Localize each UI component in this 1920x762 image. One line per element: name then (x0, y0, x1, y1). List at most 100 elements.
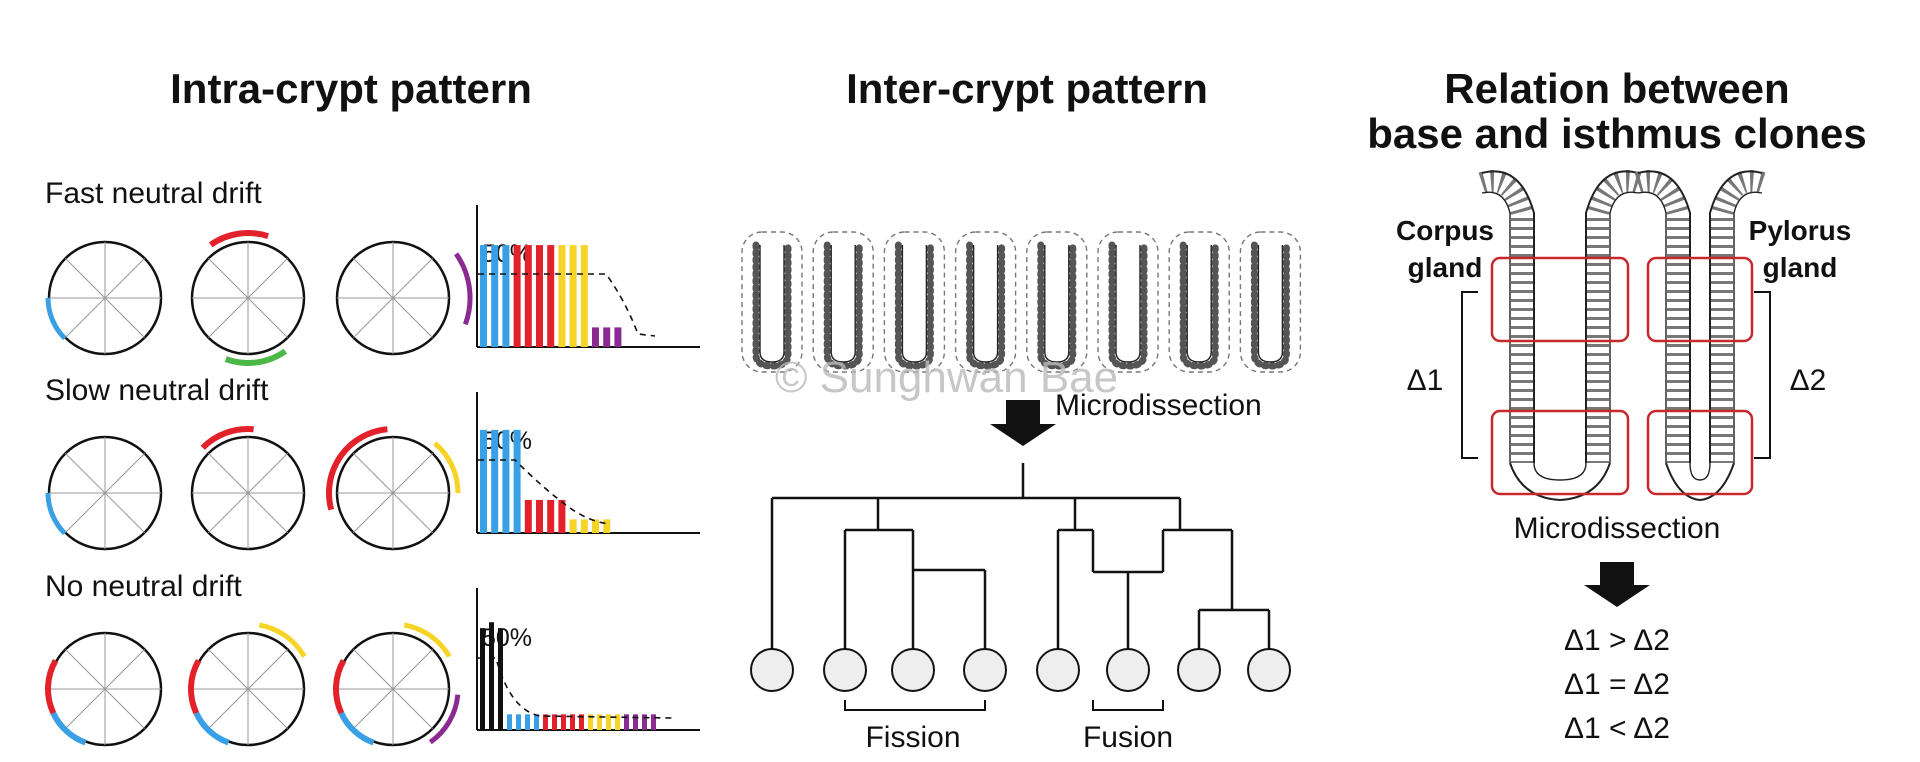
corpus-gland (1478, 170, 1642, 502)
relation-title-line2: base and isthmus clones (1367, 110, 1867, 157)
corpus-label-line1: Corpus (1396, 215, 1494, 246)
tree-leaf (1247, 648, 1291, 692)
crypt-spoke (353, 649, 433, 729)
crypt-cross-section (45, 435, 163, 551)
clone-arc (326, 426, 388, 511)
crypt-cross-section (45, 240, 163, 356)
chart-bar (580, 245, 588, 347)
gland-edge-outer (1709, 170, 1763, 463)
outcome-equal: Δ1 = Δ2 (1564, 668, 1670, 701)
gland-edge-outer (1637, 170, 1691, 463)
chart-bar (614, 327, 622, 347)
outcome-greater: Δ1 > Δ2 (1564, 624, 1670, 657)
inter-microdissection-label: Microdissection (1055, 389, 1262, 422)
crypt-spoke (65, 453, 145, 533)
crypt-cells (1037, 241, 1077, 370)
chart-bar (615, 714, 620, 730)
fission-label: Fission (865, 721, 960, 754)
crypt (883, 231, 946, 373)
phylogenetic-tree (770, 463, 1271, 650)
crypt-cross-section (190, 230, 306, 366)
chart-bar (642, 714, 647, 730)
relation-microdissection-label: Microdissection (1514, 512, 1721, 545)
chart-bar (516, 714, 521, 730)
chart-bar (502, 429, 510, 533)
chart-fit-curve (478, 459, 611, 525)
crypt-spoke (208, 649, 288, 729)
intra-crypt-bar-charts (476, 205, 700, 731)
crypt-cross-section (44, 631, 163, 747)
gland-edge-inner (1733, 191, 1763, 463)
chart-bar (480, 245, 487, 347)
chart-bar (580, 519, 588, 533)
clone-size-chart (476, 392, 700, 534)
chart-bar (624, 714, 629, 730)
crypt (1239, 231, 1302, 373)
base-box (1646, 409, 1754, 496)
chart-bar (606, 714, 611, 730)
crypt-spoke (65, 258, 145, 338)
gland-edge-outer (1585, 170, 1639, 463)
tree-leaf (1036, 648, 1080, 692)
delta1-label: Δ1 (1407, 364, 1444, 397)
clone-size-chart (476, 205, 700, 348)
chart-bar (502, 245, 510, 347)
crypt-spoke (208, 453, 288, 533)
chart-bar (507, 714, 512, 730)
pylorus-label-line2: gland (1763, 252, 1838, 283)
fusion-label: Fusion (1083, 721, 1173, 754)
crypt-lumen (759, 245, 785, 363)
down-arrow-icon (1584, 562, 1650, 607)
chart-bar (588, 714, 593, 730)
clone-arc (338, 711, 375, 746)
crypt-cross-section (335, 240, 473, 356)
crypt-outline (1097, 231, 1159, 373)
chart-bar (491, 245, 499, 347)
chart-bar (561, 714, 566, 730)
crypt-cells (823, 241, 863, 370)
gland-cells (1634, 170, 1689, 463)
chart-bar (558, 499, 566, 533)
crypt-cells (1179, 241, 1219, 370)
clone-arc (208, 230, 270, 248)
row-label-none: No neutral drift (45, 570, 242, 603)
crypt (1097, 231, 1159, 373)
tree-leaves (750, 648, 1291, 692)
gland-base (1509, 462, 1611, 502)
chart-bar (498, 628, 503, 730)
crypt (1168, 231, 1230, 373)
crypt-cells (752, 241, 792, 370)
intra-crypt-circles (44, 230, 473, 747)
clone-arc (428, 694, 461, 745)
crypt-outline (741, 231, 803, 373)
chart-bar (513, 429, 521, 533)
chart-bar (579, 714, 584, 730)
fission-bracket (844, 700, 986, 711)
crypt-outline (883, 231, 946, 373)
chart-bar (558, 245, 566, 347)
chart-bar (597, 714, 602, 730)
crypt (954, 231, 1017, 373)
crypt-outline (812, 231, 874, 373)
clone-arc (187, 659, 202, 715)
chart-bar (489, 622, 494, 730)
tree-leaf (963, 648, 1007, 692)
clone-arc (403, 622, 452, 658)
crypt-spoke (353, 258, 433, 338)
chart-bar (569, 245, 577, 347)
crypt-row (741, 231, 1302, 373)
clone-arc (224, 348, 288, 366)
tree-leaf (823, 648, 867, 692)
row-label-slow: Slow neutral drift (45, 374, 269, 407)
crypt-spoke (353, 453, 433, 533)
gland-cells (1711, 170, 1766, 463)
gland-edge-outer (1481, 170, 1535, 463)
gland-base-inner (1533, 462, 1587, 481)
chart-bar (633, 714, 638, 730)
gland-edge-inner (1637, 191, 1667, 463)
intra-title: Intra-crypt pattern (170, 65, 532, 112)
fusion-bracket (1092, 700, 1164, 711)
delta2-label: Δ2 (1790, 364, 1827, 397)
chart-fit-curve (478, 657, 673, 719)
